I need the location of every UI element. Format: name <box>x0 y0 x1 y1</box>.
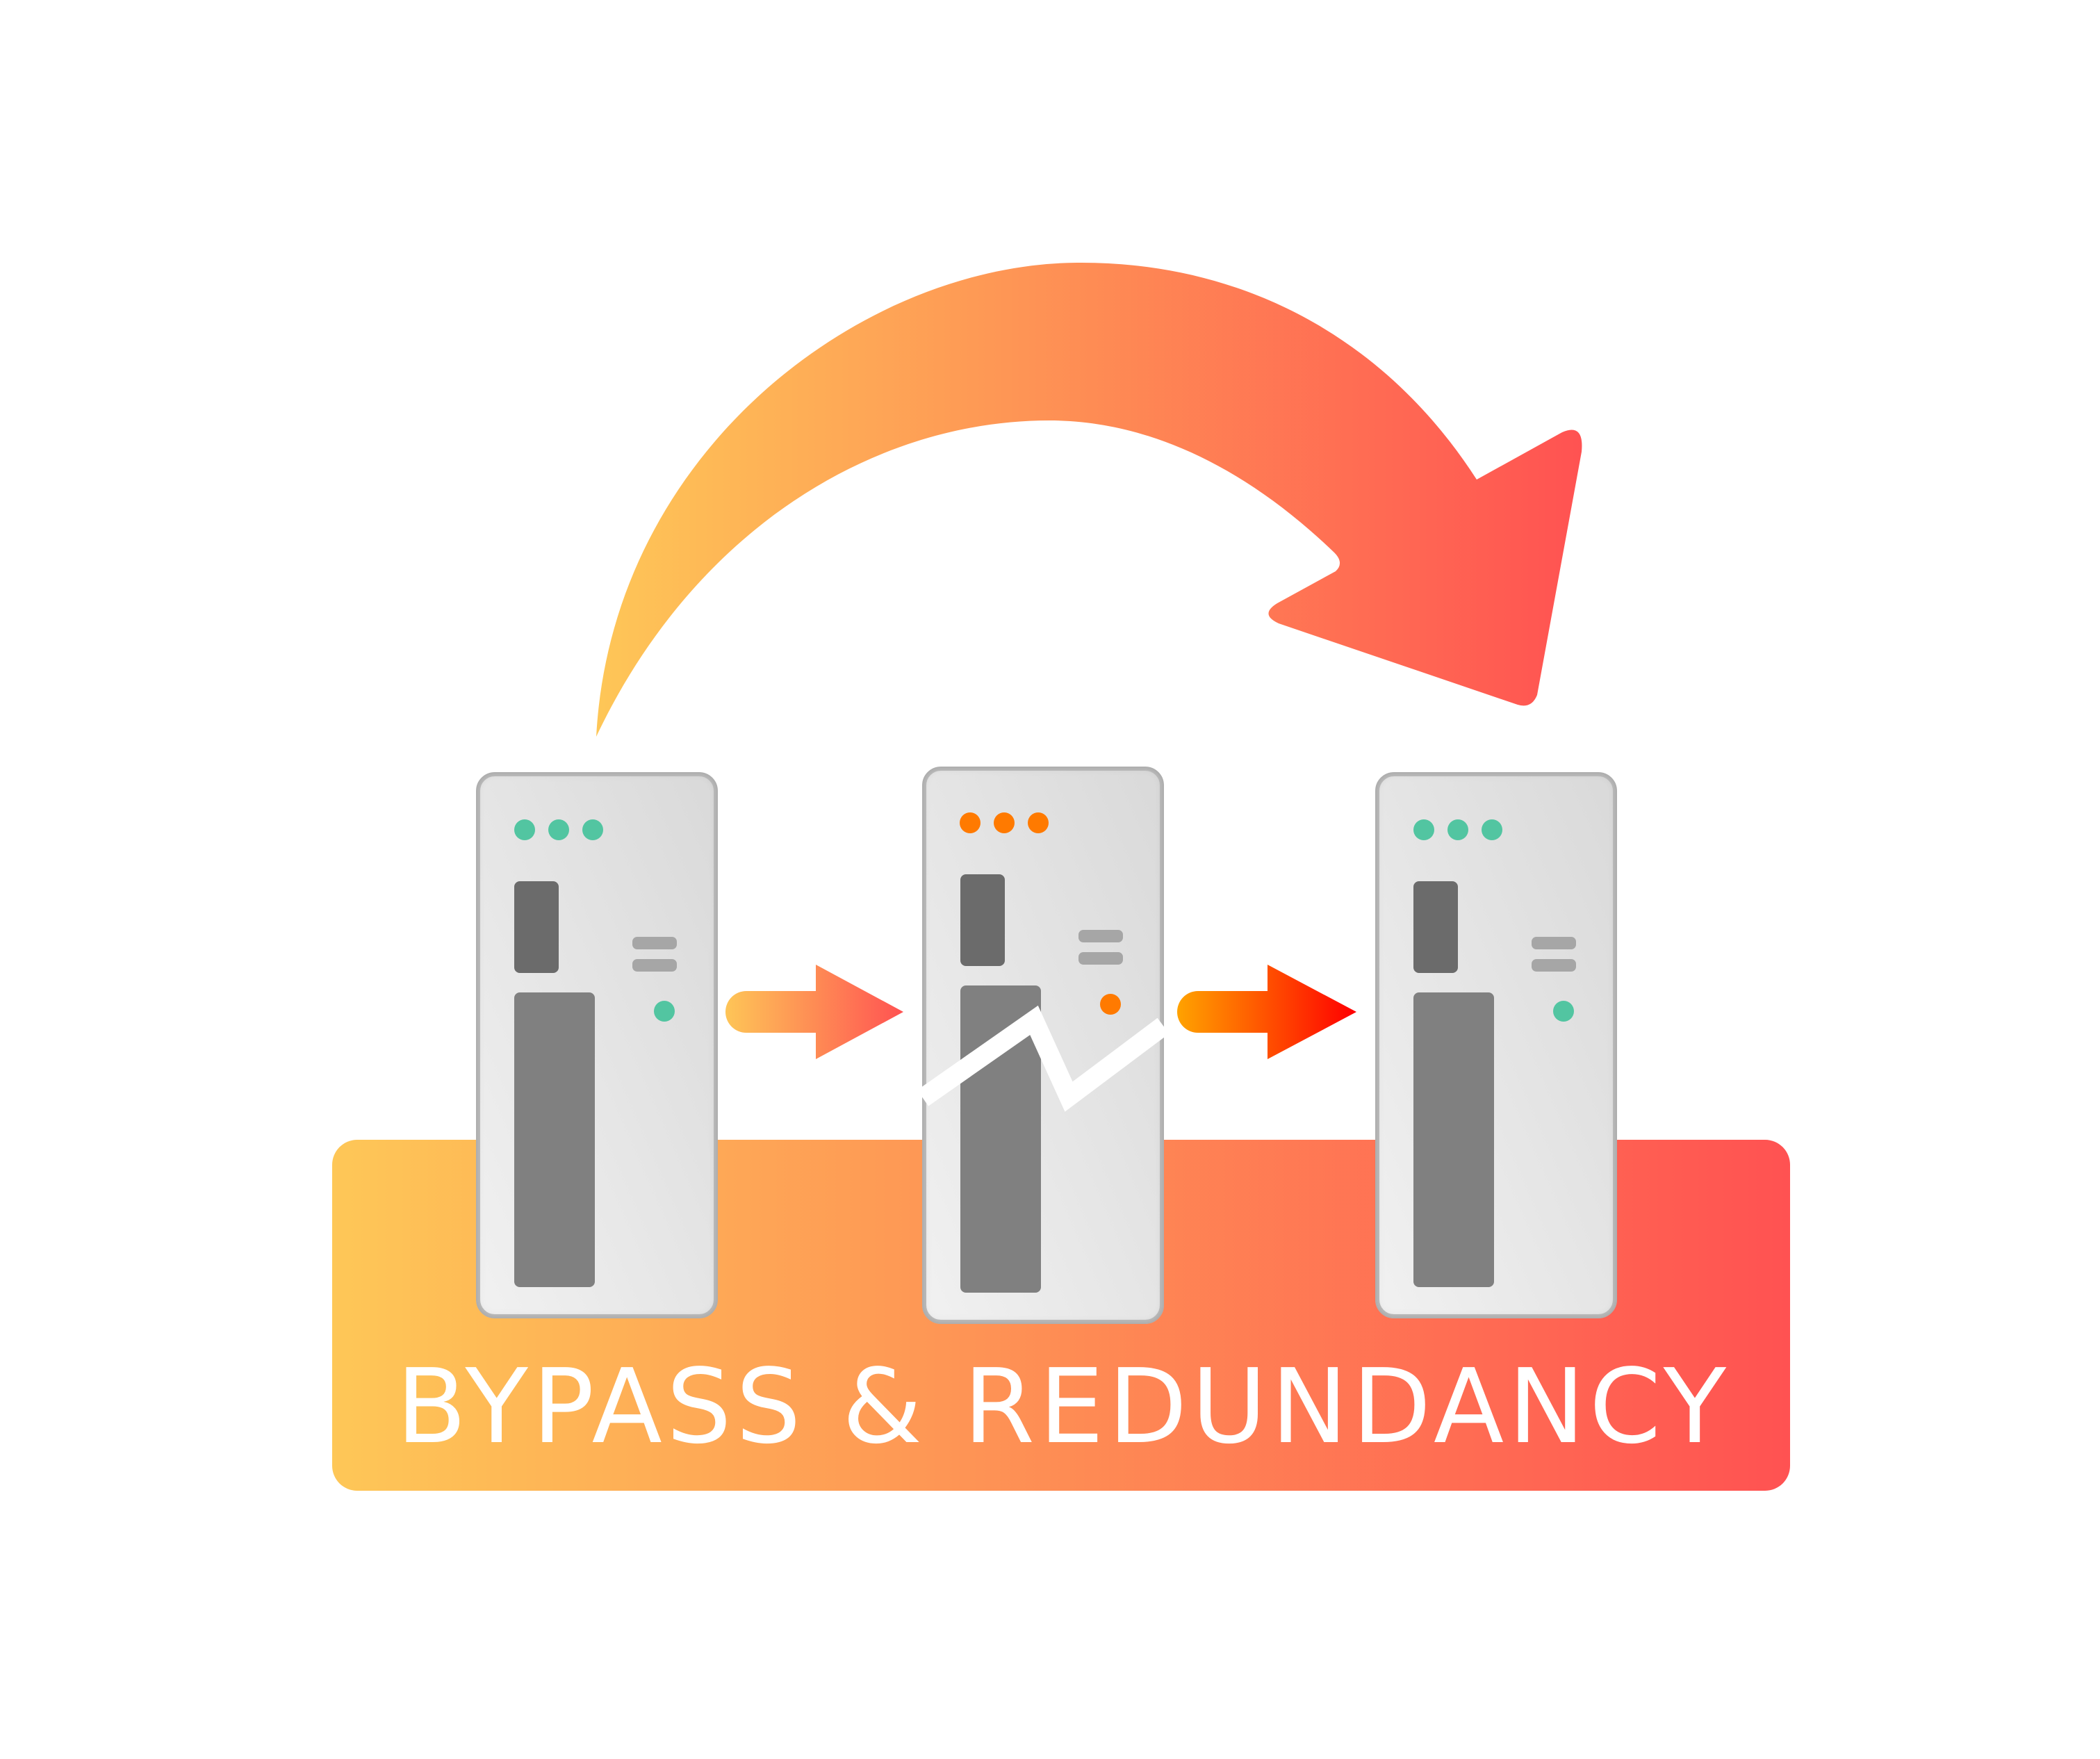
curved-bypass-arrow-icon <box>596 262 1582 737</box>
server-rack-icon <box>1375 772 1617 1318</box>
server-rack-icon <box>917 767 1170 1324</box>
crack-icon <box>917 1005 1170 1112</box>
server-rack-icon <box>476 772 718 1318</box>
arrow-right-icon <box>1177 965 1356 1059</box>
arrow-right-icon <box>725 965 903 1059</box>
